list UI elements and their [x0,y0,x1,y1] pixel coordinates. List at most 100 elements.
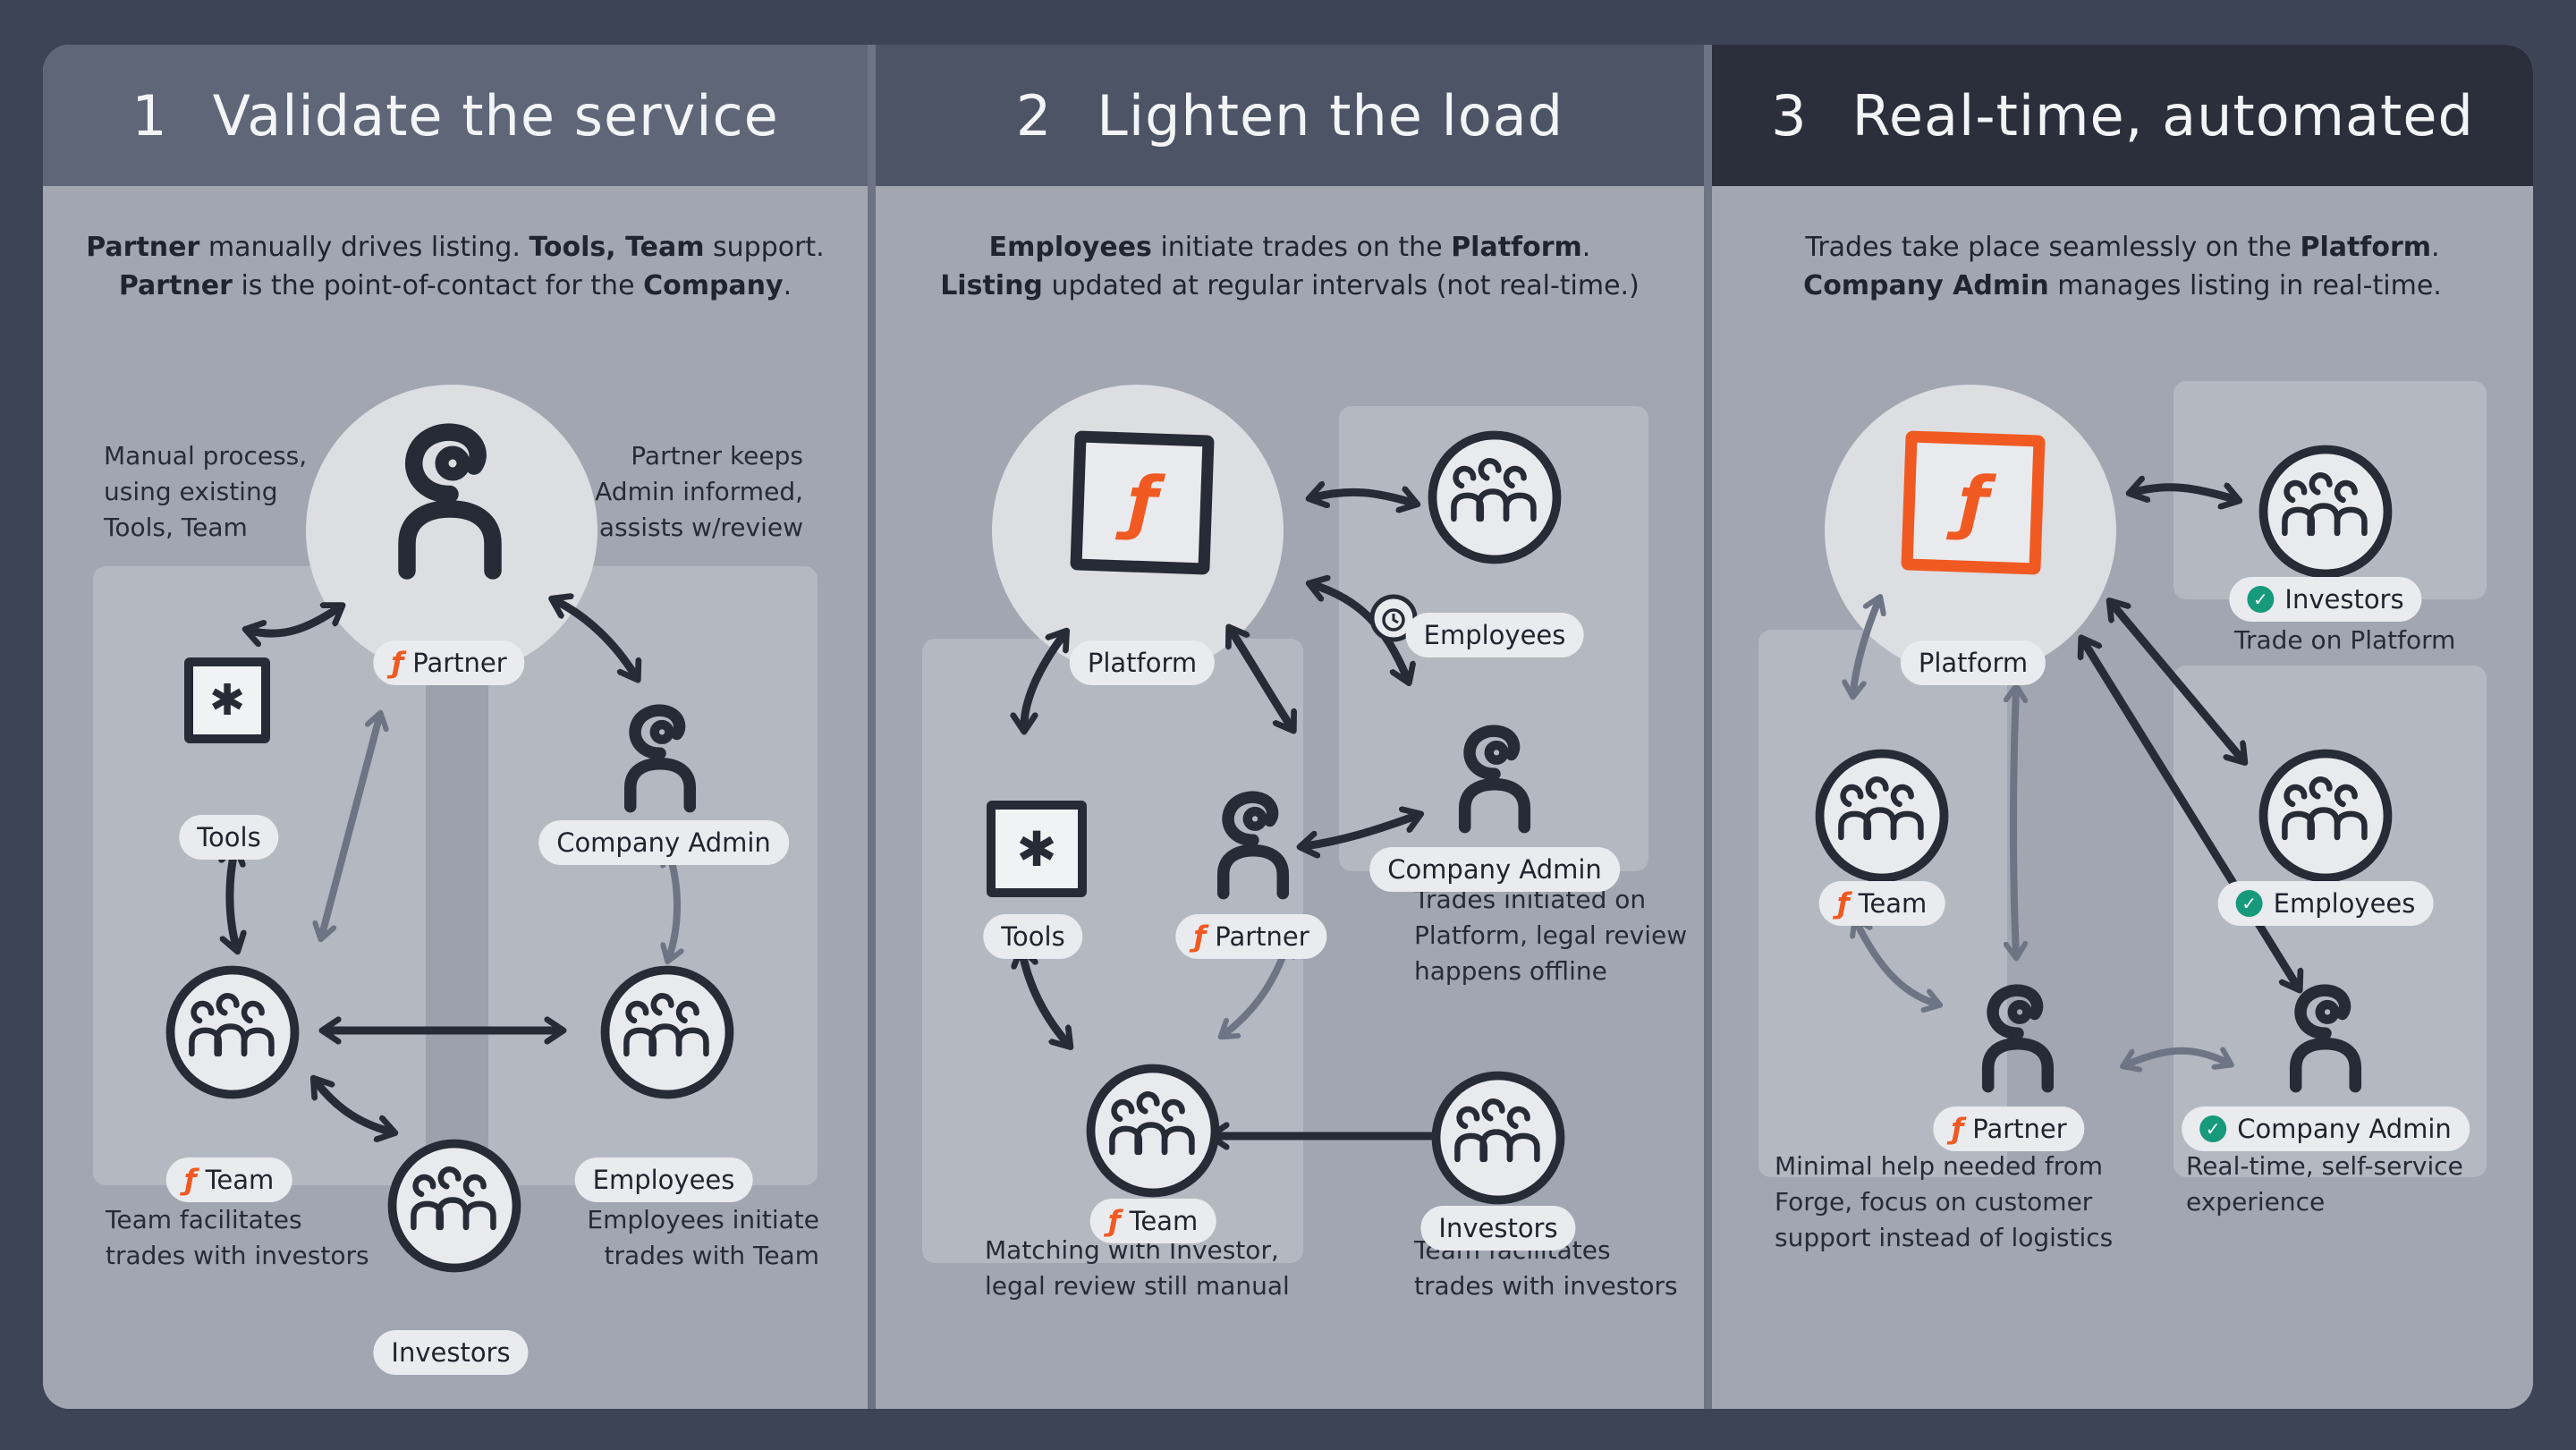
node-label: Team [1129,1206,1199,1236]
forge-logo-icon: ƒ [183,1163,197,1197]
node-label: Company Admin [1387,854,1602,885]
node-platform[interactable]: Platform [1069,640,1216,685]
node-label: Employees [1423,620,1566,650]
sub-bold: Partner [118,270,233,301]
panel-1-title: 1 Validate the service [43,45,868,186]
sub-bold: Platform [2300,232,2432,263]
sub-text: updated at regular intervals (not real-t… [1042,270,1640,301]
sub-bold: Platform [1451,232,1582,263]
node-label: Team [205,1165,275,1195]
node-team[interactable]: ƒ Team [1818,881,1945,926]
sub-bold: Listing [940,270,1043,301]
node-label: Tools [197,822,261,852]
sub-text: is the point-of-contact for the [232,270,644,301]
partner-icon [1971,982,2064,1094]
node-tools[interactable]: Tools [983,914,1083,959]
forge-logo-icon: ƒ [1125,462,1159,544]
node-partner[interactable]: ƒ Partner [1175,914,1327,959]
node-partner[interactable]: ƒ Partner [1933,1107,2085,1151]
investors-group-icon [1430,1070,1566,1206]
panel-2-title-text: Lighten the load [1097,82,1564,148]
panel-2: 2 Lighten the load Employees initiate tra… [876,45,1704,1409]
sub-text: initiate trades on the [1151,232,1452,263]
node-company-admin[interactable]: Company Admin [538,820,789,865]
employees-group-icon [1427,429,1563,565]
node-platform[interactable]: Platform [1900,640,2046,685]
node-label: Company Admin [556,827,771,858]
panel-2-subtitle: Employees initiate trades on the Platfor… [902,228,1677,305]
tools-icon: ✱ [184,657,270,743]
panel-2-title: 2 Lighten the load [876,45,1704,186]
node-investors[interactable]: Investors [1420,1206,1576,1251]
check-icon: ✓ [2235,890,2263,917]
panel-1-subtitle: Partner manually drives listing. Tools, … [70,228,841,305]
node-label: Investors [391,1337,511,1368]
employees-group-icon [2258,748,2394,884]
partner-icon [383,420,517,581]
node-employees[interactable]: Employees [574,1157,753,1202]
employees-group-icon [599,964,735,1100]
panel-2-arrows [876,45,1704,1409]
node-employees[interactable]: ✓ Employees [2217,881,2434,926]
node-team[interactable]: ƒ Team [165,1157,292,1202]
company-admin-icon [1448,723,1541,835]
node-label: Team [1858,888,1928,919]
platform-logo-icon: ƒ [1901,430,2046,575]
divider-1 [868,45,876,1409]
panel-3-number: 3 [1771,82,1808,148]
investors-group-icon [386,1138,522,1274]
panel-3-arrows [1712,45,2533,1409]
panel-1-title-text: Validate the service [212,82,779,148]
node-company-admin[interactable]: Company Admin [1369,847,1620,892]
forge-logo-icon: ƒ [1951,1112,1964,1146]
panel-1-header: 1 Validate the service [43,45,868,186]
node-employees[interactable]: Employees [1405,613,1584,657]
node-team[interactable]: ƒ Team [1089,1199,1216,1243]
node-label: Partner [1972,1114,2067,1144]
team-group-icon [165,964,301,1100]
node-label: Employees [2273,888,2416,919]
forge-logo-icon: ƒ [1107,1204,1121,1238]
node-investors[interactable]: Investors [373,1330,529,1375]
panel-2-header: 2 Lighten the load [876,45,1704,186]
node-label: Partner [412,648,507,678]
panel-1-arrows [43,45,868,1409]
sub-text: manually drives listing. [199,232,530,263]
panel-1: 1 Validate the service Partner manually d… [43,45,868,1409]
node-tools[interactable]: Tools [179,815,279,860]
node-company-admin[interactable]: ✓ Company Admin [2182,1107,2470,1151]
caption-matching: Matching with Investor,legal review stil… [985,1235,1290,1301]
sub-text: . [783,270,792,301]
tools-icon: ✱ [987,801,1087,897]
team-group-icon [1085,1063,1221,1199]
investors-group-icon [2258,444,2394,580]
company-admin-icon [2279,982,2372,1094]
check-icon: ✓ [2199,1115,2227,1142]
panel-1-number: 1 [131,82,168,148]
sub-bold: Company Admin [1803,270,2049,301]
node-label: Platform [1918,648,2029,678]
forge-logo-icon: ƒ [1956,462,1990,544]
board: 1 Validate the service Partner manually d… [43,45,2533,1409]
sub-text: . [2431,232,2440,263]
company-admin-icon [614,702,707,814]
node-label: Investors [2284,584,2404,615]
node-label: Company Admin [2237,1114,2452,1144]
sub-bold: Tools, Team [529,232,705,263]
forge-logo-icon: ƒ [1836,886,1850,920]
platform-logo-icon: ƒ [1070,430,1215,575]
forge-logo-icon: ƒ [1193,920,1207,954]
node-investors[interactable]: ✓Investors [2229,577,2422,622]
sub-text: manages listing in real-time. [2048,270,2442,301]
node-label: Partner [1215,921,1309,952]
panel-2-number: 2 [1015,82,1053,148]
sub-text: support. [704,232,825,263]
